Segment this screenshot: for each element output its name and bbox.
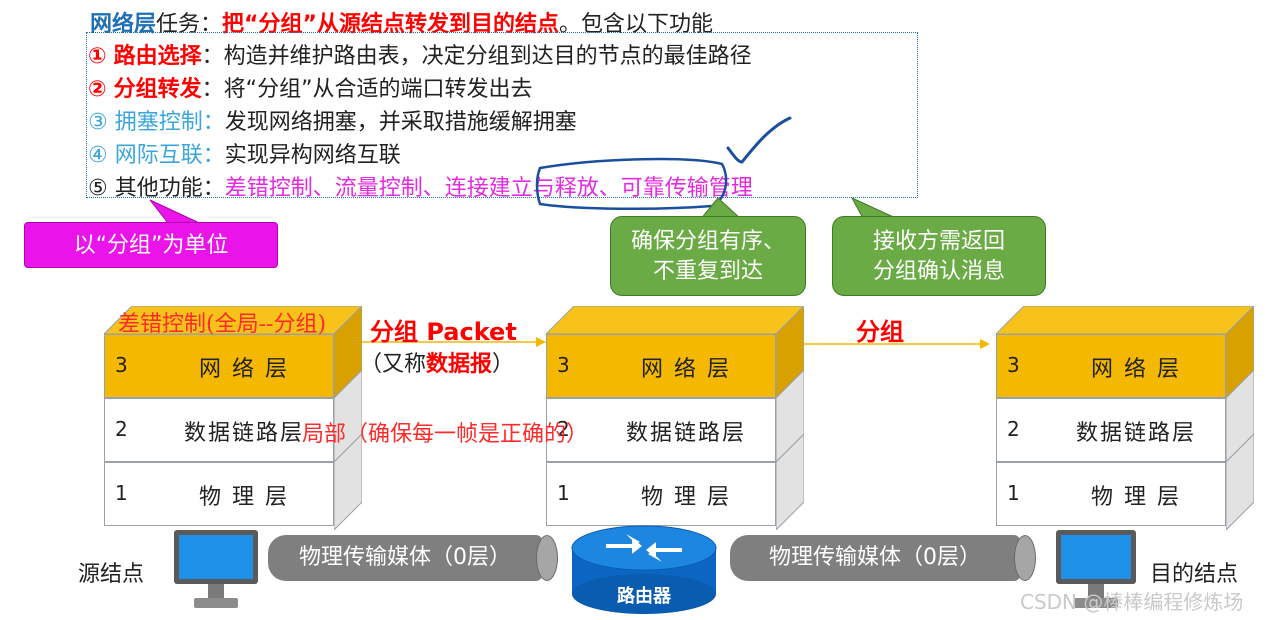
annotation-global-error-control: 差错控制(全局--分组) bbox=[118, 312, 327, 337]
packet-label-2: 分组 bbox=[856, 318, 904, 346]
layer-number: 2 bbox=[1007, 417, 1020, 441]
stack-top-face bbox=[546, 306, 804, 334]
function-name: 其他功能 bbox=[114, 176, 203, 201]
function-desc: 将“分组”从合适的端口转发出去 bbox=[223, 77, 533, 102]
arrow-head bbox=[536, 337, 546, 347]
function-sep: ： bbox=[201, 77, 224, 102]
callout-packet-unit: 以“分组”为单位 bbox=[24, 222, 278, 268]
layer-stack-source: 3 网 络 层 2 数据链路层 1 物 理 层 bbox=[104, 306, 362, 530]
layer-number: 2 bbox=[557, 417, 570, 441]
packet-sub-suffix: ） bbox=[492, 352, 515, 377]
layer-stack-destination: 3 网 络 层 2 数据链路层 1 物 理 层 bbox=[996, 306, 1254, 530]
layer-number: 3 bbox=[1007, 353, 1020, 377]
function-name: 网际互联 bbox=[114, 143, 203, 168]
layer-name: 物 理 层 bbox=[199, 485, 289, 510]
layer-number: 1 bbox=[557, 481, 570, 505]
stack-side-face bbox=[334, 306, 362, 530]
network-layer: 3 网 络 层 bbox=[996, 334, 1226, 398]
layer-number: 1 bbox=[115, 481, 128, 505]
computer-icon bbox=[174, 530, 258, 608]
callout-text: 以“分组”为单位 bbox=[73, 233, 229, 258]
function-row-internetworking: ④ 网际互联：实现异构网络互联 bbox=[88, 137, 401, 169]
callout-text: 接收方需返回 bbox=[872, 229, 1005, 254]
router-label: 路由器 bbox=[617, 586, 671, 607]
function-desc: 实现异构网络互联 bbox=[224, 143, 401, 168]
callout-text: 分组确认消息 bbox=[872, 259, 1005, 284]
arrow-head bbox=[980, 339, 990, 349]
data-link-layer: 2 数据链路层 bbox=[104, 398, 334, 462]
layer-number: 3 bbox=[557, 353, 570, 377]
stack-top-face bbox=[996, 306, 1254, 334]
function-marker: ① bbox=[88, 44, 107, 69]
function-row-other: ⑤ 其他功能：差错控制、流量控制、连接建立与释放、可靠传输管理 bbox=[88, 170, 753, 202]
handwritten-ellipse bbox=[535, 157, 728, 211]
source-node-label: 源结点 bbox=[78, 562, 145, 587]
handwritten-check-mark bbox=[726, 116, 792, 164]
packet-label: 分组 Packet bbox=[370, 318, 517, 346]
function-desc: 构造并维护路由表，决定分组到达目的节点的最佳路径 bbox=[223, 44, 752, 69]
function-name: 路由选择 bbox=[113, 44, 202, 69]
callout-ordered-delivery: 确保分组有序、 不重复到达 bbox=[610, 216, 806, 296]
physical-layer: 1 物 理 层 bbox=[104, 462, 334, 526]
function-sep: ： bbox=[202, 143, 225, 168]
physical-medium-right: 物理传输媒体（0层） bbox=[730, 535, 1020, 581]
physical-layer: 1 物 理 层 bbox=[546, 462, 776, 526]
function-row-congestion: ③ 拥塞控制：发现网络拥塞，并采取措施缓解拥塞 bbox=[88, 104, 577, 136]
stack-side-face bbox=[1226, 306, 1254, 530]
function-name: 分组转发 bbox=[113, 77, 202, 102]
layer-name: 网 络 层 bbox=[1091, 357, 1181, 382]
data-link-layer: 2 数据链路层 bbox=[546, 398, 776, 462]
function-desc: 发现网络拥塞，并采取措施缓解拥塞 bbox=[224, 110, 577, 135]
function-sep: ： bbox=[202, 176, 225, 201]
media-label: 物理传输媒体（0层） bbox=[769, 545, 981, 570]
layer-name: 数据链路层 bbox=[1075, 421, 1196, 446]
layer-stack-router: 3 网 络 层 2 数据链路层 1 物 理 层 bbox=[546, 306, 804, 530]
layer-name: 数据链路层 bbox=[183, 421, 304, 446]
packet-sub-label: （又称数据报） bbox=[360, 346, 514, 378]
media-label: 物理传输媒体（0层） bbox=[299, 545, 511, 570]
function-row-forwarding: ② 分组转发：将“分组”从合适的端口转发出去 bbox=[88, 71, 532, 103]
destination-node-label: 目的结点 bbox=[1150, 562, 1239, 587]
layer-name: 物 理 层 bbox=[641, 485, 731, 510]
network-layer: 3 网 络 层 bbox=[104, 334, 334, 398]
callout-text: 确保分组有序、 bbox=[630, 229, 785, 254]
data-link-layer: 2 数据链路层 bbox=[996, 398, 1226, 462]
function-marker: ③ bbox=[88, 110, 108, 135]
physical-medium-left: 物理传输媒体（0层） bbox=[268, 535, 542, 581]
physical-medium-end bbox=[536, 535, 558, 581]
computer-icon bbox=[1056, 530, 1136, 608]
layer-name: 网 络 层 bbox=[641, 357, 731, 382]
layer-name: 物 理 层 bbox=[1091, 485, 1181, 510]
layer-name: 网 络 层 bbox=[199, 357, 289, 382]
physical-layer: 1 物 理 层 bbox=[996, 462, 1226, 526]
callout-ack: 接收方需返回 分组确认消息 bbox=[832, 216, 1046, 296]
function-name: 拥塞控制 bbox=[114, 110, 203, 135]
function-sep: ： bbox=[202, 110, 225, 135]
packet-sub-bold: 数据报 bbox=[426, 352, 493, 377]
watermark: CSDN @棒棒编程修炼场 bbox=[1020, 590, 1244, 614]
layer-number: 3 bbox=[115, 353, 128, 377]
function-desc: 差错控制、流量控制、连接建立与释放、可靠传输管理 bbox=[224, 176, 753, 201]
function-marker: ⑤ bbox=[88, 176, 108, 201]
network-layer: 3 网 络 层 bbox=[546, 334, 776, 398]
stack-side-face bbox=[776, 306, 804, 530]
layer-number: 1 bbox=[1007, 481, 1020, 505]
callout-text: 不重复到达 bbox=[652, 259, 763, 284]
function-marker: ④ bbox=[88, 143, 108, 168]
annotation-local-frame: 局部（确保每一帧是正确的） bbox=[302, 422, 589, 447]
function-list-box bbox=[86, 32, 918, 198]
function-sep: ： bbox=[201, 44, 224, 69]
router-icon bbox=[571, 525, 717, 614]
stack-top-face bbox=[104, 306, 362, 334]
function-row-routing: ① 路由选择：构造并维护路由表，决定分组到达目的节点的最佳路径 bbox=[88, 38, 752, 70]
physical-medium-end bbox=[1014, 535, 1036, 581]
layer-number: 2 bbox=[115, 417, 128, 441]
packet-sub-prefix: （又称 bbox=[360, 352, 427, 377]
layer-name: 数据链路层 bbox=[625, 421, 746, 446]
function-marker: ② bbox=[88, 77, 107, 102]
